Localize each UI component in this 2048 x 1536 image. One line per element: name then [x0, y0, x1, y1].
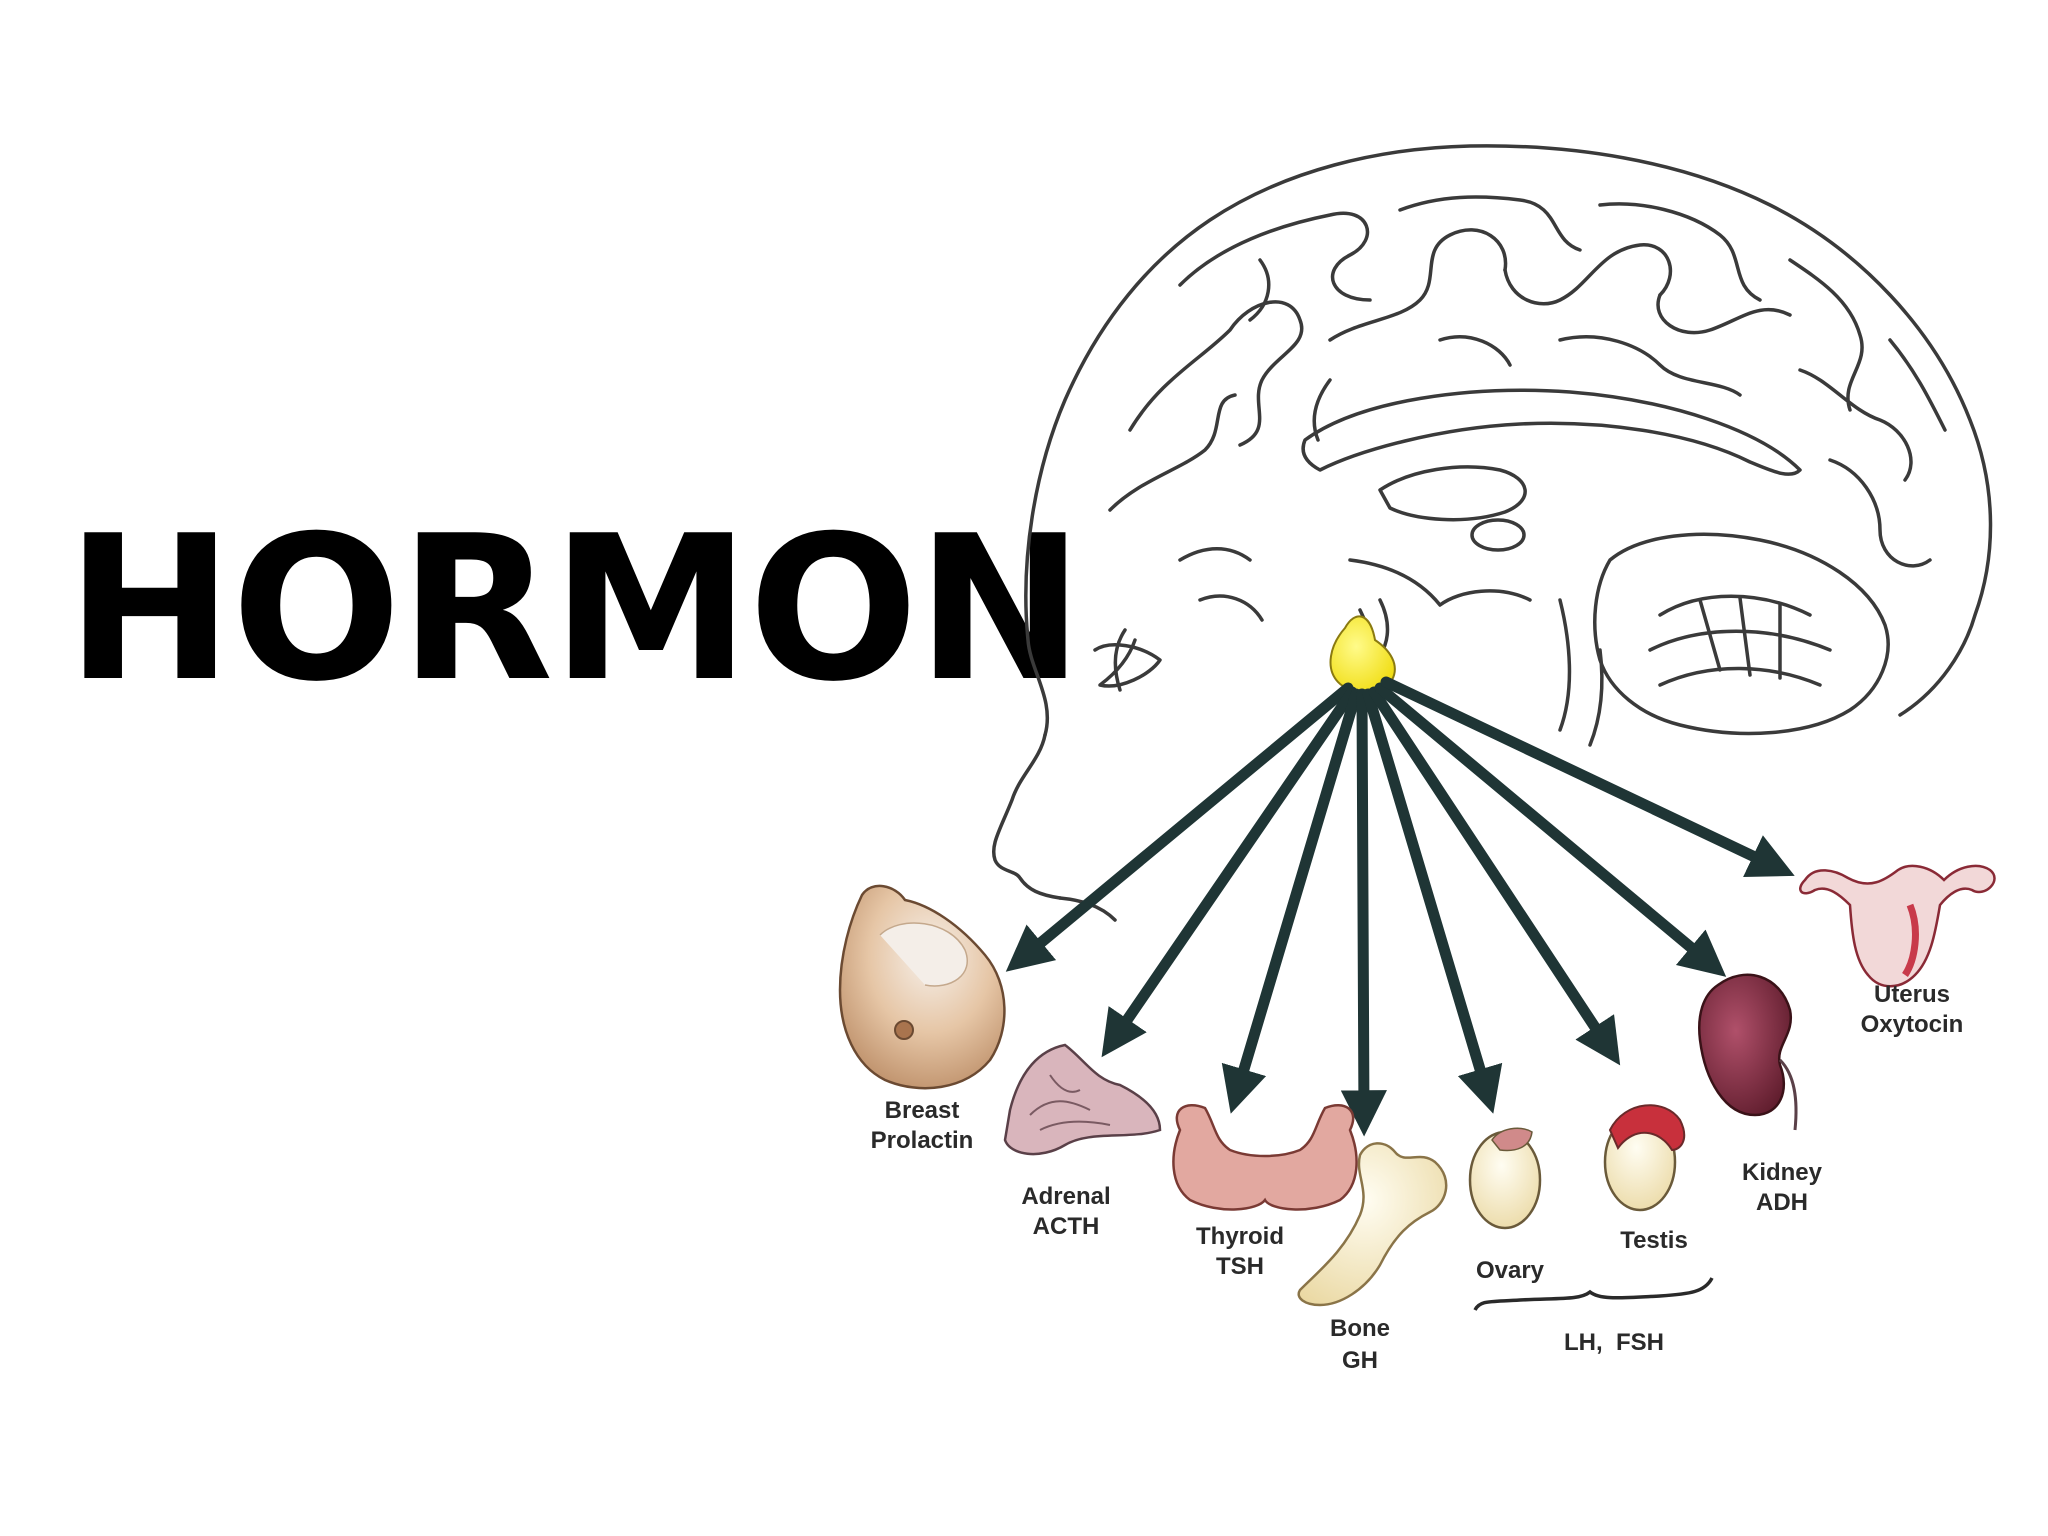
arrow-to-kidney: [1374, 682, 1727, 977]
arrow-to-adrenal: [1101, 686, 1358, 1058]
arrow-to-bone: [1340, 688, 1387, 1137]
label-testis: Testis: [1620, 1227, 1688, 1254]
label-prolactin: Prolactin: [871, 1127, 974, 1154]
arrow-to-ovary: [1362, 688, 1503, 1114]
label-tsh: TSH: [1216, 1253, 1264, 1280]
arrow-to-breast: [1005, 682, 1354, 972]
uterus-icon: [1799, 864, 1996, 988]
organ-labels: Breast Prolactin Adrenal ACTH Thyroid TS…: [871, 981, 1964, 1374]
label-kidney: Kidney: [1742, 1159, 1823, 1186]
page-title: HORMON: [66, 493, 1084, 726]
kidney-icon: [1698, 973, 1798, 1131]
ovary-icon: [1468, 1127, 1542, 1230]
arrow-to-thyroid: [1221, 688, 1362, 1114]
label-adrenal: Adrenal: [1021, 1183, 1110, 1210]
label-acth: ACTH: [1033, 1213, 1100, 1240]
label-oxytocin: Oxytocin: [1861, 1011, 1964, 1038]
label-uterus: Uterus: [1874, 981, 1950, 1008]
adrenal-gland-icon: [1003, 1043, 1162, 1156]
breast-icon: [838, 884, 1006, 1090]
arrow-to-testis: [1368, 686, 1621, 1066]
hormone-arrows: [1005, 676, 1795, 1137]
label-bone: Bone: [1330, 1315, 1390, 1342]
label-adh: ADH: [1756, 1189, 1808, 1216]
label-breast: Breast: [885, 1097, 960, 1124]
bone-icon: [1297, 1142, 1448, 1307]
label-lh-fsh: LH, FSH: [1564, 1329, 1664, 1356]
thyroid-icon: [1172, 1104, 1358, 1211]
label-thyroid: Thyroid: [1196, 1223, 1284, 1250]
brain-outline-icon: [991, 144, 1993, 922]
testis-icon: [1603, 1104, 1686, 1212]
arrow-to-uterus: [1380, 676, 1795, 877]
label-gh: GH: [1342, 1347, 1378, 1374]
gonad-brace: [1473, 1277, 1714, 1311]
label-ovary: Ovary: [1476, 1257, 1545, 1284]
